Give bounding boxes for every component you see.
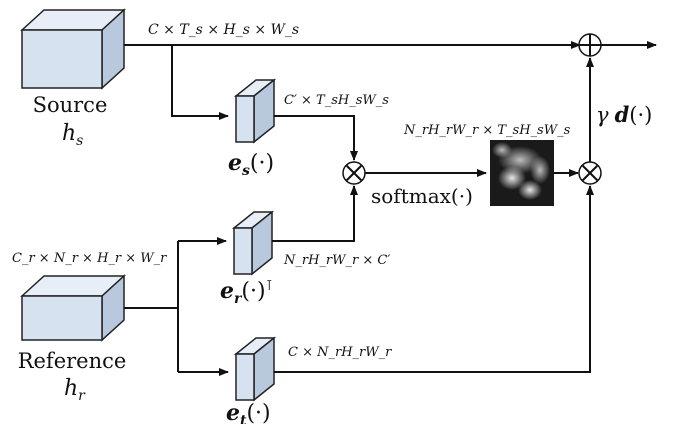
et-label: et(·) xyxy=(226,400,271,424)
source-label: Source xyxy=(33,93,108,117)
es-label: es(·) xyxy=(228,150,274,179)
et-dims: C × N_rH_rW_r xyxy=(288,345,392,360)
attention-dims: N_rH_rW_r × T_sH_sW_s xyxy=(403,123,571,138)
multiply-op-1 xyxy=(342,161,366,185)
to-es-arrow xyxy=(171,45,229,120)
reference-label: Reference xyxy=(18,349,127,373)
er-to-mult-arrow xyxy=(272,185,358,242)
er-dims: N_rH_rW_r × C′ xyxy=(283,253,390,268)
et-block xyxy=(233,336,277,402)
es-to-mult-arrow xyxy=(274,115,358,161)
plus-op xyxy=(578,33,602,57)
et-to-mult-arrow xyxy=(274,185,594,373)
reference-volume xyxy=(20,274,126,342)
es-dims: C′ × T_sH_sW_s xyxy=(284,93,389,108)
reference-dims: C_r × N_r × H_r × W_r xyxy=(12,251,167,266)
er-block xyxy=(231,210,275,276)
source-symbol: hs xyxy=(62,121,83,149)
es-block xyxy=(233,78,277,144)
softmax-label: softmax(·) xyxy=(371,184,473,208)
attention-map xyxy=(490,140,554,206)
source-dims: C × T_s × H_s × W_s xyxy=(148,22,299,38)
er-label: er(·)⊺ xyxy=(220,278,273,307)
reference-symbol: hr xyxy=(64,376,86,404)
source-volume xyxy=(20,8,126,90)
multiply-op-2 xyxy=(578,161,602,185)
